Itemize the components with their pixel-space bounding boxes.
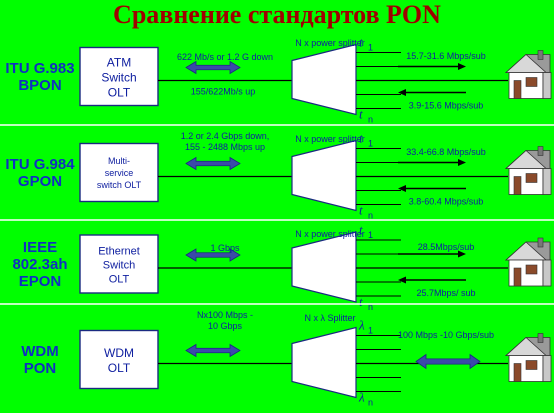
port-label-top: t [359,131,363,146]
upstream-arrow-head [398,89,406,96]
wdm-rate: 100 Mbps -10 Gbps/sub [398,330,494,340]
upstream-arrow-head [398,276,406,284]
house-side-wall [542,72,552,99]
page-title: Сравнение стандартов PON [113,0,441,29]
house-side-wall [542,355,552,382]
olt-label: OLT [108,86,131,100]
splitter-label: N x λ Splitter [304,313,355,323]
link-rate-label: 10 Gbps [208,321,243,331]
house-chimney [537,237,544,248]
house-door [513,80,522,99]
splitter-label: N x power splitter [295,38,365,48]
link-rate-up-label: 155/622Mb/s up [191,87,256,97]
house-icon [504,237,552,287]
port-label-top: t [359,35,363,50]
downstream-arrow-head [458,250,466,258]
port-label-top: t [359,222,363,237]
house-door [513,176,522,195]
port-label-top: λ [358,318,365,333]
splitter-trapezoid [291,43,357,116]
port-subscript-bottom: n [368,115,373,125]
wdm-double-arrow [415,353,481,370]
downstream-arrow-head [458,159,466,166]
link-double-arrow [185,156,241,171]
house-chimney [537,146,544,156]
olt-box [79,142,159,203]
standard-label: WDM [21,343,59,360]
link-rate-label: 1.2 or 2.4 Gbps down, [181,131,270,141]
splitter-trapezoid [291,139,357,212]
house-window [525,173,538,183]
standard-label: EPON [19,273,62,290]
house-side-wall [542,259,552,287]
port-label-bottom: t [359,107,363,122]
port-subscript-bottom: n [368,398,373,408]
house-door [513,363,522,382]
house-icon [504,333,552,382]
upstream-rate: 25.7Mbps/ sub [416,288,475,298]
downstream-rate: 33.4-66.8 Mbps/sub [406,147,486,157]
standard-label: GPON [18,173,62,190]
standard-label: ITU G.983 [5,60,74,77]
downstream-rate: 15.7-31.6 Mbps/sub [406,51,486,61]
olt-label: OLT [109,274,130,286]
port-subscript-top: 1 [368,326,373,336]
standard-label: ITU G.984 [5,156,75,173]
standard-label: BPON [18,77,61,94]
port-label-bottom: λ [358,390,365,405]
link-double-arrow [185,248,241,262]
olt-label: service [105,168,134,178]
port-subscript-top: 1 [368,43,373,53]
port-subscript-top: 1 [368,139,373,149]
house-chimney [537,333,544,343]
house-chimney [537,50,544,60]
olt-box [79,46,159,107]
olt-label: Multi- [108,156,130,166]
port-label-bottom: t [359,203,363,218]
upstream-arrow-head [398,185,406,192]
olt-label: Switch [103,260,135,272]
link-double-arrow [185,60,241,75]
house-icon [504,50,552,99]
house-window [525,360,538,370]
house-icon [504,146,552,195]
olt-label: WDM [104,346,134,360]
olt-label: ATM [107,56,131,70]
splitter-trapezoid [291,231,357,303]
house-side-wall [542,168,552,195]
olt-box [79,234,159,294]
port-subscript-bottom: n [368,211,373,221]
upstream-rate: 3.8-60.4 Mbps/sub [409,197,484,207]
link-double-arrow [185,343,241,358]
olt-box [79,329,159,390]
downstream-rate: 28.5Mbps/sub [418,242,475,252]
port-label-bottom: t [359,294,363,309]
olt-label: Ethernet [98,246,140,258]
standard-label: 802.3ah [12,256,67,273]
house-window [525,77,538,87]
splitter-label: N x power splitter [295,134,365,144]
standard-label: PON [24,360,57,377]
splitter-label: N x power splitter [295,229,365,239]
house-door [513,267,522,287]
downstream-arrow-head [458,63,466,70]
splitter-trapezoid [291,326,357,399]
house-window [525,264,538,275]
link-rate-label: Nx100 Mbps - [197,310,253,320]
olt-label: OLT [108,361,131,375]
upstream-rate: 3.9-15.6 Mbps/sub [409,101,484,111]
link-rate-label: 1 Gbps [210,243,240,253]
link-rate-label: 622 Mb/s or 1.2 G down [177,52,273,62]
link-rate-label: 155 - 2488 Mbps up [185,142,265,152]
standard-label: IEEE [23,239,57,256]
port-subscript-top: 1 [368,230,373,240]
port-subscript-bottom: n [368,302,373,312]
olt-label: Switch [101,71,136,85]
olt-label: switch OLT [97,180,142,190]
